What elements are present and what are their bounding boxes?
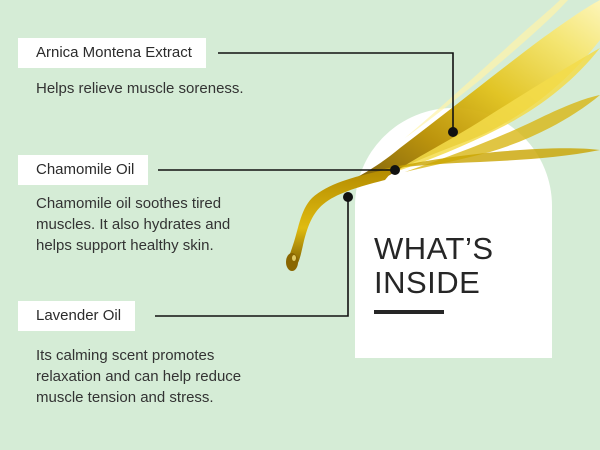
ingredient-label-chamomile: Chamomile Oil: [18, 155, 149, 185]
ingredient-description-chamomile: Chamomile oil soothes tired muscles. It …: [36, 195, 231, 254]
connector-dot-lavender: [343, 192, 353, 202]
connector-dot-chamomile: [390, 165, 400, 175]
heading-underline: [374, 310, 444, 314]
heading-line-1: WHAT’S: [374, 231, 494, 266]
ingredient-description-lavender: Its calming scent promotes relaxation an…: [36, 347, 242, 406]
ingredient-label-arnica: Arnica Montena Extract: [18, 38, 206, 68]
oil-ribbon-highlight: [395, 48, 600, 172]
ingredient-label-lavender: Lavender Oil: [18, 301, 136, 331]
connector-lavender: [155, 197, 349, 317]
oil-drop-shine: [292, 255, 296, 261]
oil-stream-thin: [380, 148, 600, 170]
connector-dot-arnica: [448, 127, 458, 137]
connector-arnica: [218, 52, 454, 132]
oil-drip-tail: [287, 168, 395, 269]
ingredient-description-arnica: Helps relieve muscle soreness.: [36, 80, 244, 97]
oil-ribbon-shine: [405, 0, 568, 138]
oil-ribbon-main: [340, 0, 600, 187]
heading-line-2: INSIDE: [374, 265, 481, 300]
oil-ribbon-lower: [405, 95, 600, 172]
section-heading: WHAT’S INSIDE: [374, 232, 544, 300]
